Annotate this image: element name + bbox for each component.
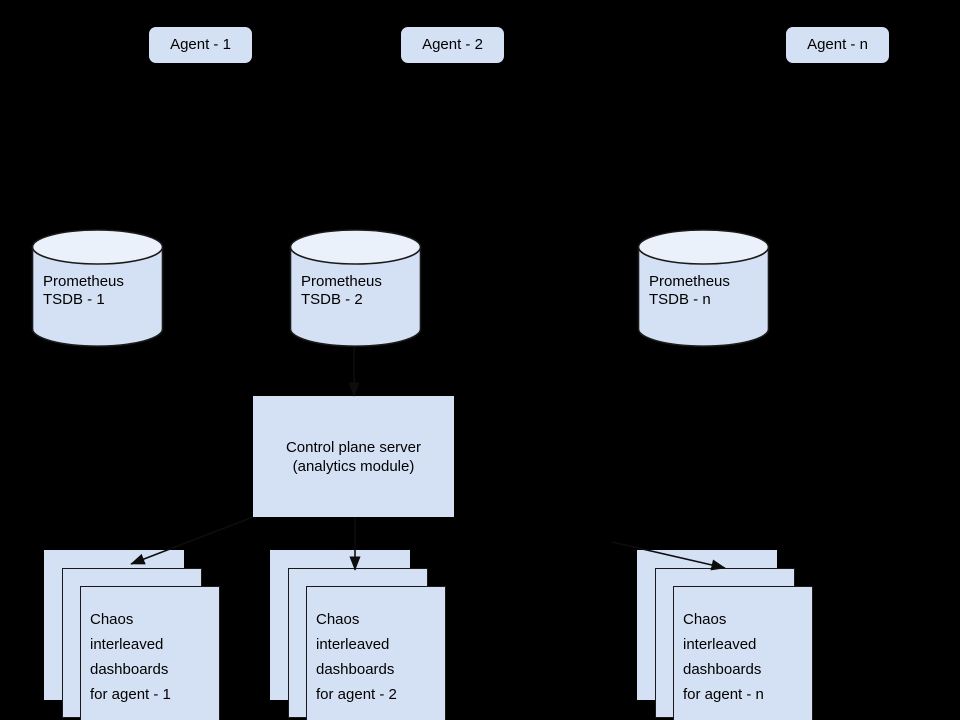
- prometheus-tsdb-2[interactable]: Prometheus TSDB - 2: [289, 229, 422, 347]
- dashboard-sheet-front-1: [80, 586, 220, 720]
- agent-box-n[interactable]: Agent - n: [786, 27, 889, 63]
- control-plane-server[interactable]: Control plane server (analytics module): [253, 396, 454, 517]
- dashboard-stack-2[interactable]: Chaos interleaved dashboards for agent -…: [270, 550, 446, 720]
- agent-label-n: Agent - n: [807, 35, 868, 53]
- cylinder-shape-icon: [289, 229, 422, 347]
- dashboard-sheet-front-2: [306, 586, 446, 720]
- cylinder-shape-icon: [31, 229, 164, 347]
- prometheus-tsdb-1[interactable]: Prometheus TSDB - 1: [31, 229, 164, 347]
- agent-box-1[interactable]: Agent - 1: [149, 27, 252, 63]
- agent-box-2[interactable]: Agent - 2: [401, 27, 504, 63]
- control-plane-server-label: Control plane server (analytics module): [285, 438, 422, 475]
- agent-label-2: Agent - 2: [422, 35, 483, 53]
- dashboard-stack-n[interactable]: Chaos interleaved dashboards for agent -…: [637, 550, 813, 720]
- cylinder-shape-icon: [637, 229, 770, 347]
- dashboard-stack-1[interactable]: Chaos interleaved dashboards for agent -…: [44, 550, 220, 720]
- prometheus-tsdb-n[interactable]: Prometheus TSDB - n: [637, 229, 770, 347]
- agent-label-1: Agent - 1: [170, 35, 231, 53]
- dashboard-sheet-front-n: [673, 586, 813, 720]
